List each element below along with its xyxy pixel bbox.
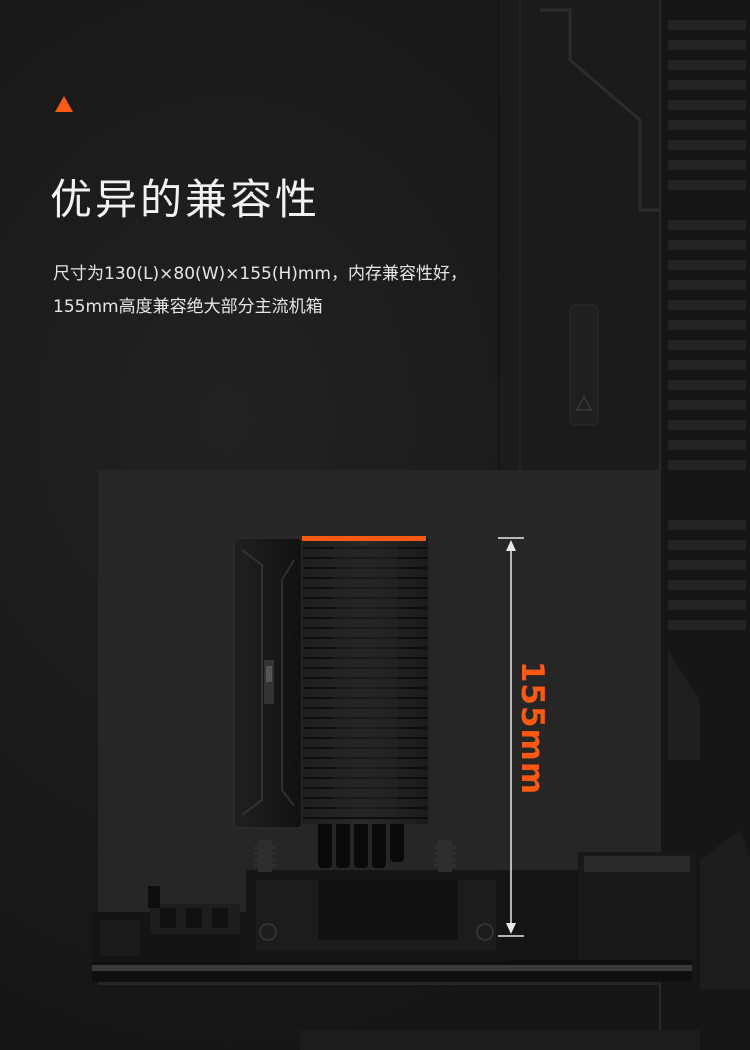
cooling-fan — [233, 537, 303, 829]
height-dimension-label: 155mm — [514, 660, 550, 796]
height-dimension-line — [498, 537, 524, 937]
description-line-1: 尺寸为130(L)×80(W)×155(H)mm，内存兼容性好， — [53, 264, 467, 284]
description-line-2: 155mm高度兼容绝大部分主流机箱 — [53, 297, 323, 317]
heatsink-fin-stack — [298, 536, 428, 824]
mounting-springs — [254, 840, 456, 872]
section-description: 尺寸为130(L)×80(W)×155(H)mm，内存兼容性好， 155mm高度… — [53, 258, 467, 324]
section-title: 优异的兼容性 — [50, 175, 321, 224]
heat-pipes — [318, 822, 404, 868]
motherboard — [92, 852, 696, 982]
orange-triangle-icon — [55, 96, 73, 112]
